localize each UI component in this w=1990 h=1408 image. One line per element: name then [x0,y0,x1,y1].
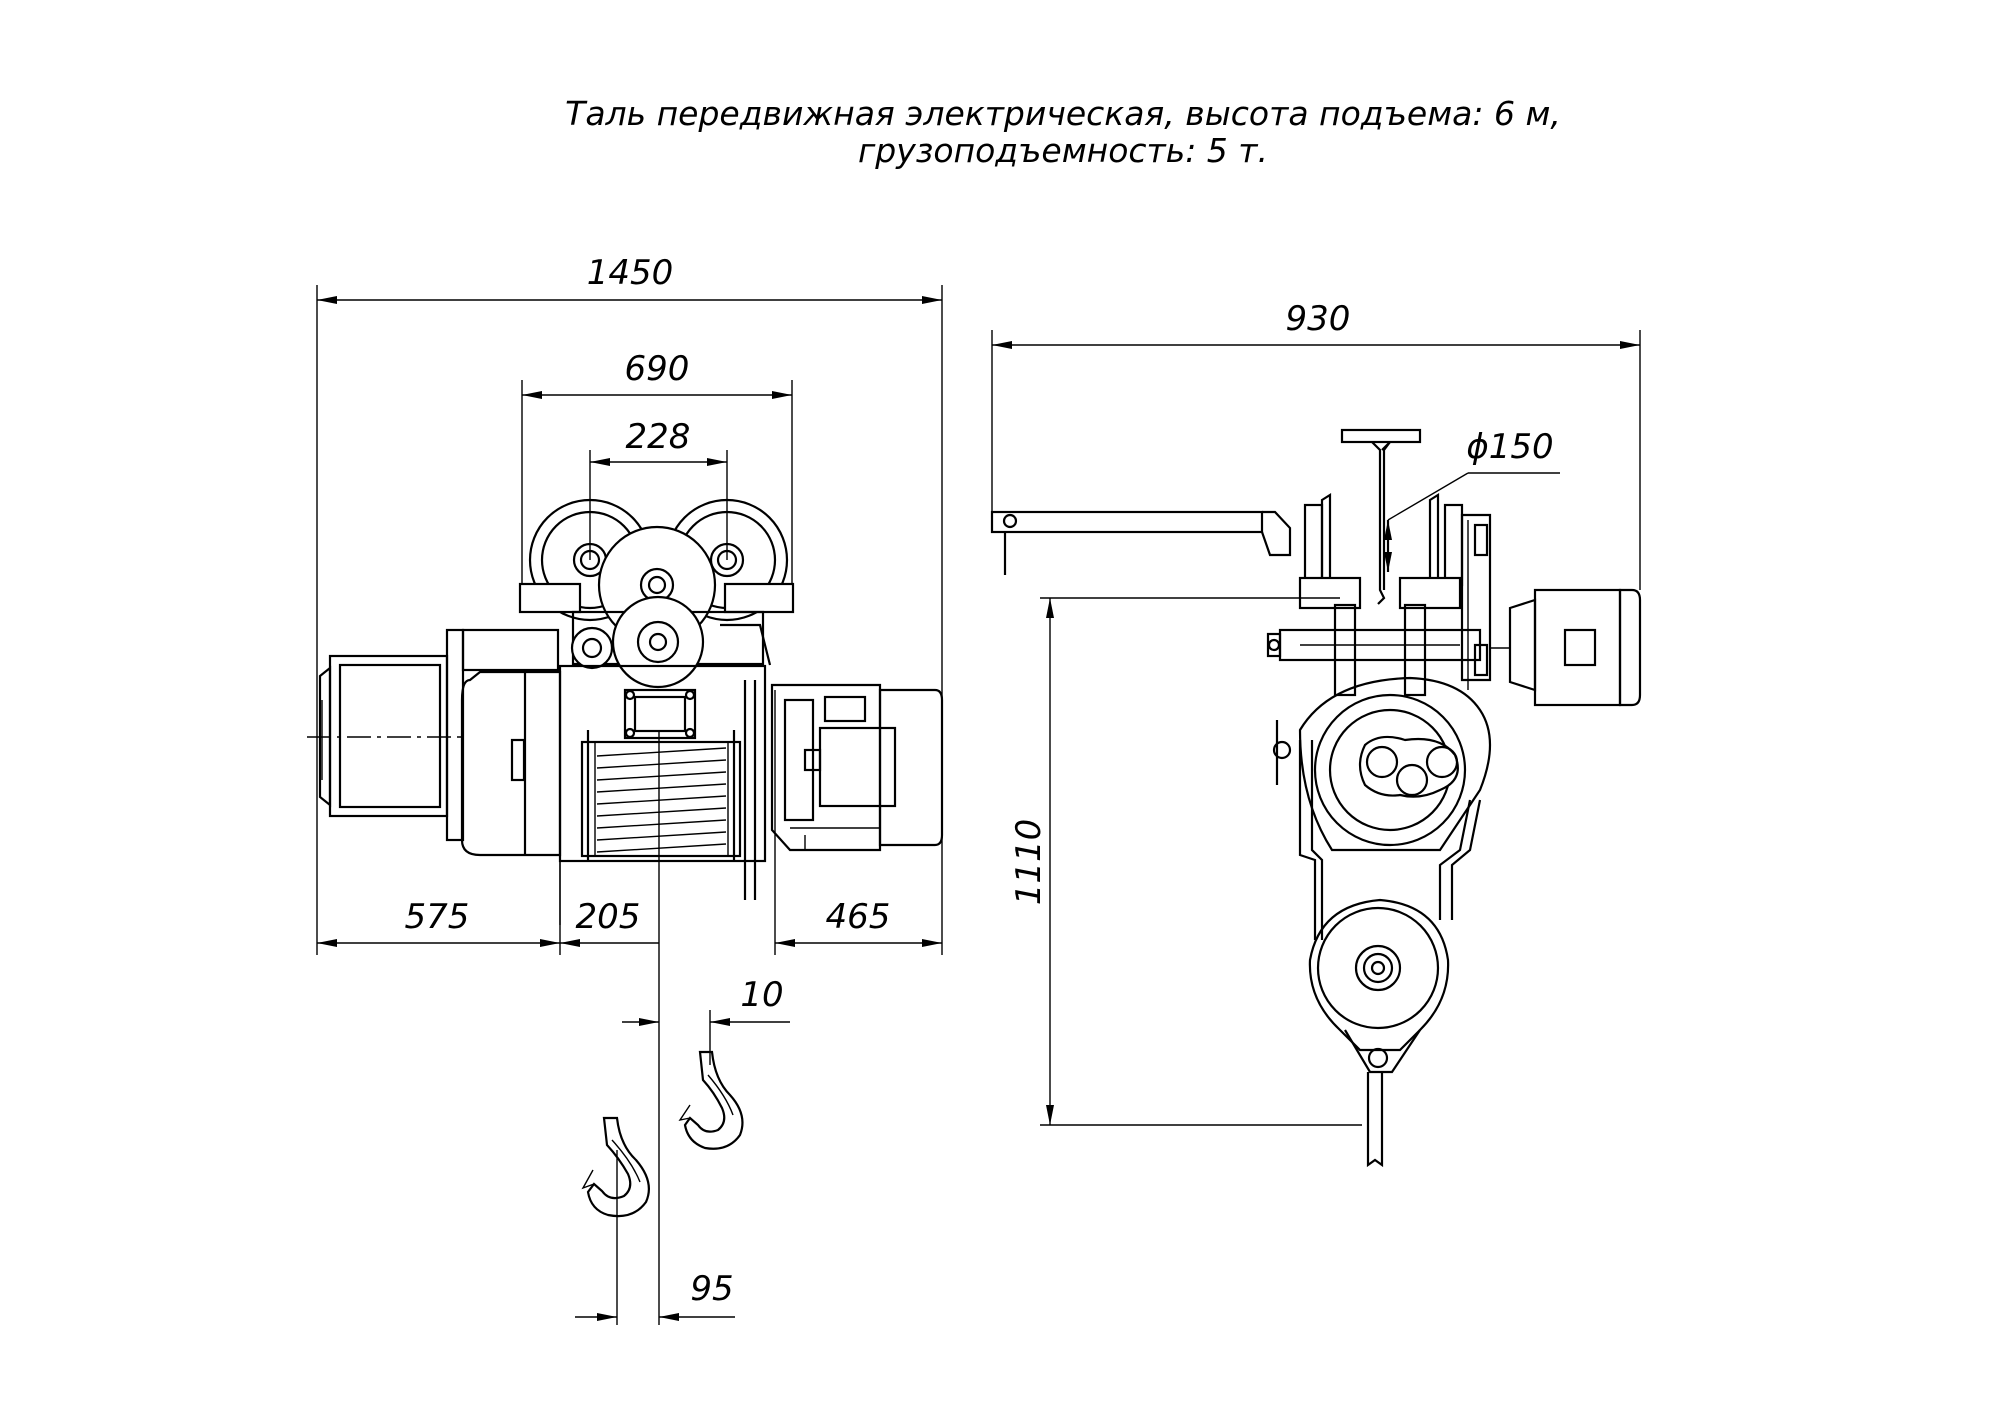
drawing-title: Таль передвижная электрическая, высота п… [565,94,1561,170]
dim-wheel-spacing: 228 [589,417,728,560]
dim-overall-width-front: 1450 [316,253,943,955]
side-gearbox [1460,513,1492,690]
side-motor [1490,588,1642,707]
dim-label-228: 228 [626,417,691,457]
rope-falls [1298,740,1482,940]
drum-rope-windings [596,747,727,853]
left-motor [307,628,560,842]
dim-overall-width-side: 930 [991,299,1641,590]
dim-label-930: 930 [1286,299,1351,339]
hoist-body [460,664,767,925]
pendant-arm [990,510,1292,575]
dim-hook-offset-top: 10 [622,975,790,1065]
dim-label-1450: 1450 [587,253,674,293]
hook-lower [581,1116,650,1325]
right-motor [770,683,944,955]
hook-upper [678,1050,744,1150]
dim-label-205: 205 [576,897,641,937]
side-view: 930 ϕ150 [990,299,1642,1168]
dim-label-1110: 1110 [1009,819,1049,906]
dim-label-690: 690 [625,349,690,389]
lower-hook-block-side [1308,898,1450,1168]
dim-label-575: 575 [405,897,470,937]
front-view: 1450 690 228 [307,253,944,1325]
dim-trolley-width: 690 [521,349,793,585]
dim-height-side: 1110 [1009,597,1362,1126]
trolley-axle-side [1266,603,1482,697]
dim-label-465: 465 [826,897,891,937]
dim-label-10: 10 [740,975,783,1015]
dim-bottom-chain: 575 205 465 [317,860,942,955]
title-line-2: грузоподъемность: 5 т. [858,131,1268,170]
dim-hook-offset-bottom: 95 [575,1269,735,1321]
title-line-1: Таль передвижная электрическая, высота п… [565,94,1561,133]
dim-label-diameter-150: ϕ150 [1466,427,1553,467]
dim-label-95: 95 [690,1269,733,1309]
hoist-housing-side [1272,676,1492,852]
trolley-side: ϕ150 [1298,427,1560,610]
gear-drive-front [570,595,772,689]
